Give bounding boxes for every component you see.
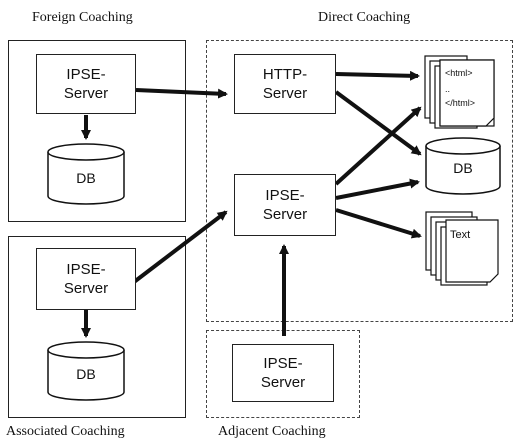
associated-db-label: DB: [76, 366, 96, 382]
associated-db-cylinder: [47, 341, 125, 401]
arrow-http-to-html: [335, 70, 420, 81]
html-document-stack: [424, 55, 495, 129]
associated-coaching-title: Associated Coaching: [6, 424, 125, 439]
direct-ipse-server: IPSE- Server: [234, 174, 336, 236]
foreign-db-label: DB: [76, 170, 96, 186]
foreign-coaching-title: Foreign Coaching: [32, 10, 133, 25]
html-doc-line-open: <html>: [445, 68, 473, 78]
arrow-foreign-to-http: [135, 88, 228, 99]
arrow-ipse-to-html: [334, 106, 422, 186]
direct-db-label: DB: [453, 160, 473, 176]
associated-ipse-server: IPSE- Server: [36, 248, 136, 310]
arrow-ipse-to-text: [335, 208, 422, 239]
text-document-stack: [425, 211, 499, 286]
foreign-db-cylinder: [47, 143, 125, 205]
adjacent-ipse-server: IPSE- Server: [232, 344, 334, 402]
arrow-http-to-db: [334, 90, 422, 156]
arrow-ipse-to-db: [335, 178, 420, 200]
html-doc-line-close: </html>: [445, 98, 476, 108]
text-doc-label: Text: [450, 229, 471, 241]
direct-http-server: HTTP- Server: [234, 54, 336, 114]
arrow-associated-to-ipse: [132, 210, 228, 284]
adjacent-coaching-title: Adjacent Coaching: [218, 424, 326, 439]
foreign-ipse-server: IPSE- Server: [36, 54, 136, 114]
direct-db-cylinder: [425, 137, 501, 195]
direct-coaching-title: Direct Coaching: [318, 10, 411, 25]
html-doc-line-dots: ..: [445, 84, 451, 94]
